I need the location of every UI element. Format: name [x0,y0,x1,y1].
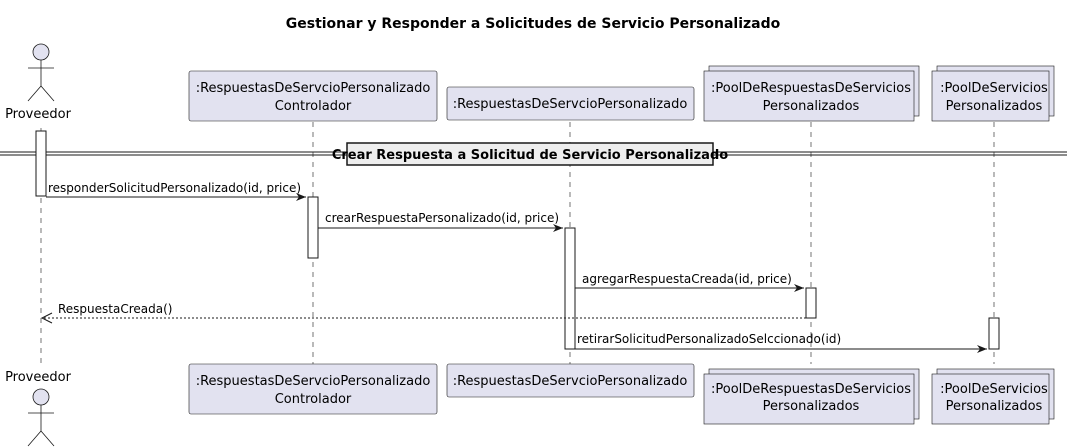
message-arrowhead-1 [296,193,306,201]
message-label-3: agregarRespuestaCreada(id, price) [582,272,792,286]
participant-pool-servicios-bottom [931,373,1050,425]
participant-pool-respuestas-bottom-line1: :PoolDeRespuestasDeServicios [711,382,911,397]
diagram-title: Gestionar y Responder a Solicitudes de S… [286,16,781,32]
activation-proveedor [35,130,47,197]
activation-pool-servicios [988,317,1000,350]
message-arrowhead-2 [553,224,563,232]
participant-pool-servicios-bottom-line2: Personalizados [946,399,1043,414]
participant-pool-respuestas-bottom [703,373,915,425]
message-label-2: crearRespuestaPersonalizado(id, price) [325,211,559,225]
activation-pool-respuestas [805,287,817,319]
participant-controlador-bottom [188,363,438,415]
message-label-1: responderSolicitudPersonalizado(id, pric… [48,181,301,195]
participant-pool-respuestas-bottom-line2: Personalizados [763,399,860,414]
participant-respuestas-bottom [446,363,695,398]
participant-pool-respuestas-top-line2: Personalizados [763,99,860,114]
participant-pool-respuestas-top-line1: :PoolDeRespuestasDeServicios [711,81,911,96]
message-arrowhead-3 [794,284,804,292]
message-arrowhead-4 [40,312,53,324]
participant-respuestas-top [446,86,695,121]
actor-proveedor-bottom [27,388,55,447]
actor-proveedor-label-bottom: Proveedor [5,370,72,385]
participant-controlador-bottom-line2: Controlador [275,392,352,407]
participant-respuestas-bottom-label: :RespuestasDeServcioPersonalizado [453,374,688,389]
activation-controlador [307,196,319,259]
participant-controlador-top-line1: :RespuestasDeServcioPersonalizado [196,81,431,96]
participant-pool-servicios-top-line2: Personalizados [946,99,1043,114]
divider-label: Crear Respuesta a Solicitud de Servicio … [332,148,728,163]
participant-controlador-bottom-line1: :RespuestasDeServcioPersonalizado [196,374,431,389]
message-label-4: RespuestaCreada() [58,302,172,316]
divider-label-box [346,142,714,166]
participant-pool-servicios-bottom-line1: :PoolDeServicios [940,382,1048,397]
message-arrowhead-5 [977,345,987,353]
participant-controlador-top [188,70,438,122]
message-label-5: retirarSolicitudPersonalizadoSelccionado… [577,332,841,346]
actor-proveedor-top [27,43,55,102]
activation-respuestas [564,227,576,350]
participant-controlador-top-line2: Controlador [275,99,352,114]
participant-pool-servicios-top-line1: :PoolDeServicios [940,81,1048,96]
participant-respuestas-top-label: :RespuestasDeServcioPersonalizado [453,97,688,112]
actor-proveedor-label-top: Proveedor [5,107,72,122]
participant-pool-servicios-top [931,70,1050,122]
participant-pool-respuestas-top [703,70,915,122]
